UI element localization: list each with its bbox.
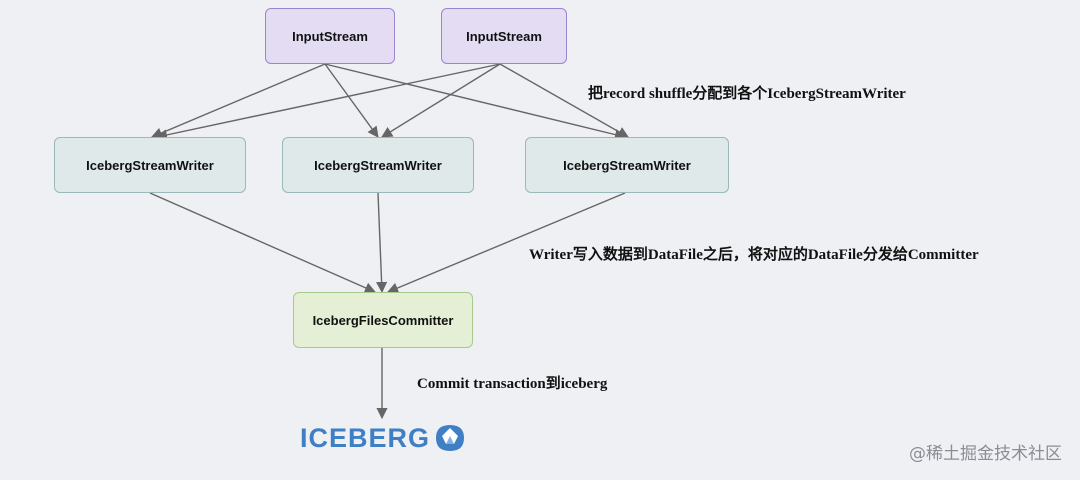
edge-writer3-committer <box>386 192 626 294</box>
edge-input1-writer3 <box>324 63 627 141</box>
annotation-shuffle: 把record shuffle分配到各个IcebergStreamWriter <box>588 86 906 102</box>
node-iceberg-stream-writer-2[interactable]: IcebergStreamWriter <box>282 137 474 193</box>
annotation-commit: Commit transaction到iceberg <box>417 376 608 392</box>
node-input-stream-2[interactable]: InputStream <box>441 8 567 64</box>
edge-writer1-committer <box>149 192 377 294</box>
iceberg-logo: ICEBERG <box>300 422 468 454</box>
node-iceberg-stream-writer-1[interactable]: IcebergStreamWriter <box>54 137 246 193</box>
iceberg-logo-text: ICEBERG <box>300 422 431 453</box>
edge-writer2-committer <box>375 192 388 294</box>
node-input-stream-1-label: InputStream <box>292 28 368 44</box>
watermark: @稀土掘金技术社区 <box>909 444 1062 464</box>
node-iceberg-stream-writer-3-label: IcebergStreamWriter <box>563 157 691 173</box>
edge-input1-writer2 <box>324 63 379 138</box>
edge-input1-writer1 <box>150 63 326 139</box>
edge-input2-writer3 <box>499 63 629 138</box>
edge-input2-writer1 <box>155 63 501 141</box>
node-input-stream-2-label: InputStream <box>466 28 542 44</box>
node-iceberg-files-committer-label: IcebergFilesCommitter <box>312 312 454 328</box>
iceberg-logo-icon <box>436 425 465 451</box>
node-iceberg-stream-writer-1-label: IcebergStreamWriter <box>86 157 214 173</box>
edge-input2-writer2 <box>381 63 501 138</box>
node-iceberg-stream-writer-2-label: IcebergStreamWriter <box>314 157 442 173</box>
annotation-writer-to-committer: Writer写入数据到DataFile之后，将对应的DataFile分发给Com… <box>529 247 979 263</box>
node-input-stream-1[interactable]: InputStream <box>265 8 395 64</box>
node-iceberg-stream-writer-3[interactable]: IcebergStreamWriter <box>525 137 729 193</box>
node-iceberg-files-committer[interactable]: IcebergFilesCommitter <box>293 292 473 348</box>
